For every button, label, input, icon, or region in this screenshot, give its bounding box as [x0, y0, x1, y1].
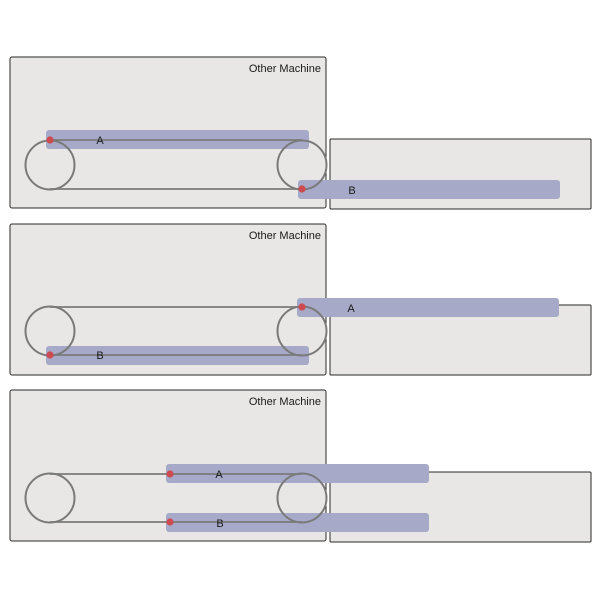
point-a — [46, 136, 54, 144]
belt-band-a — [297, 298, 559, 317]
point-a — [166, 470, 174, 478]
point-b — [46, 351, 54, 359]
point-a — [298, 303, 306, 311]
point-b-label: B — [96, 350, 103, 362]
panel-3: Other Machine A B — [9, 389, 592, 543]
point-b — [298, 185, 306, 193]
point-b — [166, 518, 174, 526]
left-pulley — [24, 472, 76, 524]
belt-band-b — [298, 180, 560, 199]
point-a-label: A — [215, 469, 223, 481]
right-pulley — [276, 472, 328, 524]
machine-label: Other Machine — [249, 396, 321, 408]
point-a-label: A — [96, 135, 104, 147]
panel-2: Other Machine A B — [9, 223, 592, 376]
point-b-label: B — [216, 518, 223, 530]
machine-label: Other Machine — [249, 230, 321, 242]
panel-1: Other Machine A B — [9, 56, 592, 210]
point-a-label: A — [347, 303, 355, 315]
point-b-label: B — [348, 185, 355, 197]
machine-label: Other Machine — [249, 63, 321, 75]
